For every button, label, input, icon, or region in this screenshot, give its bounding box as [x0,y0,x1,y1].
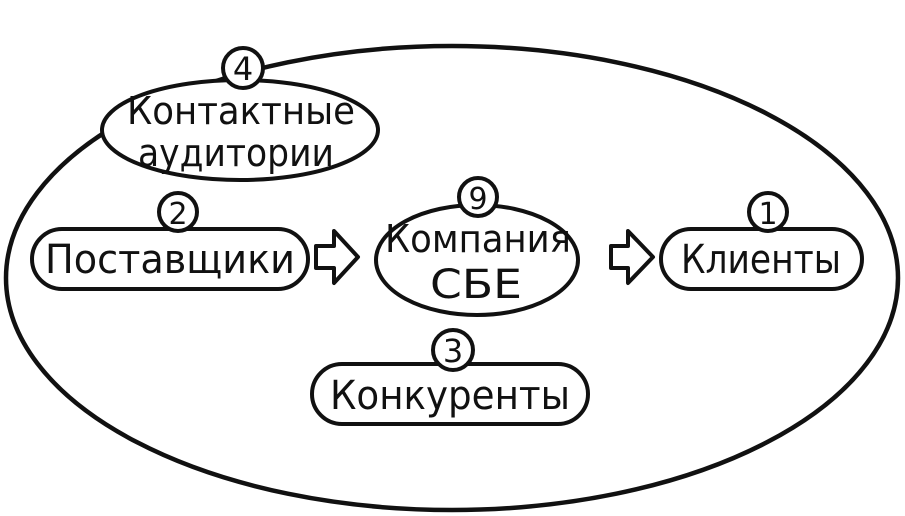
node-company: 9 Компания СБЕ [374,176,580,317]
node-clients-label: Клиенты [681,237,841,283]
node-company-label-line2: СБЕ [430,262,522,308]
node-clients-number: 1 [758,197,777,232]
node-suppliers-number: 2 [168,197,187,232]
node-company-number-circle [457,176,499,218]
node-competitors-number-circle [431,328,475,372]
node-suppliers: 2 Поставщики [30,191,310,291]
node-contact-audiences: 4 Контактные аудитории [100,46,380,182]
node-contact-label-line1: Контактные [127,89,355,133]
node-clients-number-circle [747,191,789,233]
node-competitors-label: Конкуренты [330,373,570,419]
node-clients: 1 Клиенты [659,191,864,291]
node-competitors-number: 3 [443,332,463,370]
hollow-arrow-right-icon [314,229,360,285]
node-suppliers-number-circle [157,191,199,233]
node-contact-number-circle [221,46,265,90]
hollow-arrow-right-icon [609,229,655,285]
node-company-label-line1: Компания [385,217,571,261]
node-competitors: 3 Конкуренты [310,328,590,426]
environment-ellipse [3,43,901,513]
node-company-number: 9 [468,182,487,217]
node-suppliers-label: Поставщики [45,237,295,283]
node-contact-label-line2: аудитории [138,131,334,175]
node-contact-number: 4 [233,50,253,88]
